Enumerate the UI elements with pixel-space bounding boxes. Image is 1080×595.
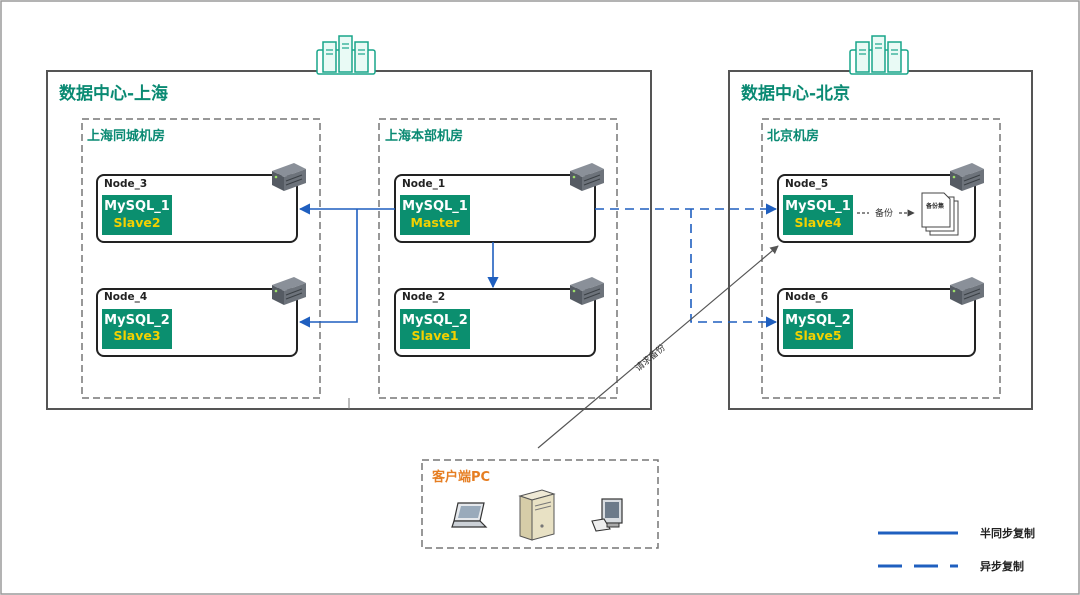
db-role: Slave2 (113, 215, 160, 230)
node-label: Node_6 (785, 291, 828, 303)
backup-set-icon (921, 192, 959, 236)
db-name: MySQL_1 (402, 199, 468, 214)
db-box (783, 309, 853, 349)
node-6: Node_6 MySQL_2 Slave5 (777, 276, 985, 357)
node-label: Node_1 (402, 178, 445, 190)
legend-semi-sync-label: 半同步复制 (980, 526, 1035, 540)
datacenter-icon (849, 35, 909, 75)
node-label: Node_4 (104, 291, 147, 303)
room-sh-tongcheng: 上海同城机房 (81, 118, 321, 399)
db-role: Slave3 (113, 328, 160, 343)
node-label: Node_2 (402, 291, 445, 303)
backup-set-label: 备份集 (925, 202, 945, 210)
room-title: 北京机房 (767, 128, 819, 144)
request-arrow (537, 245, 779, 449)
db-box (400, 195, 470, 235)
node-2: Node_2 MySQL_2 Slave1 (394, 276, 605, 357)
db-box (783, 195, 853, 235)
node-label: Node_3 (104, 178, 147, 190)
room-title: 上海本部机房 (385, 128, 463, 144)
legend: 半同步复制 异步复制 (878, 526, 1035, 573)
db-role: Slave5 (794, 328, 841, 343)
node-label: Node_5 (785, 178, 828, 190)
node-5: Node_5 MySQL_1 Slave4 备份 备份集 (777, 162, 985, 243)
db-role: Slave1 (411, 328, 458, 343)
room-bj: 北京机房 (761, 118, 1001, 399)
client-pc-group: 客户端PC (421, 459, 659, 549)
db-box (102, 309, 172, 349)
semi-sync-lines (298, 203, 499, 328)
node-1: Node_1 MySQL_1 Master (394, 162, 605, 243)
tower-server-icon (518, 489, 556, 541)
room-title: 上海同城机房 (87, 128, 165, 144)
backup-label: 备份 (875, 207, 893, 219)
datacenter-title: 数据中心-上海 (59, 83, 168, 104)
db-role: Slave4 (794, 215, 841, 230)
client-title: 客户端PC (432, 469, 490, 485)
db-name: MySQL_2 (785, 313, 851, 328)
datacenter-title: 数据中心-北京 (741, 83, 850, 104)
replication-line (690, 209, 778, 328)
db-box (102, 195, 172, 235)
db-name: MySQL_1 (104, 199, 170, 214)
db-role: Master (411, 215, 461, 230)
datacenter-icon (316, 35, 376, 75)
db-name: MySQL_2 (402, 313, 468, 328)
room-sh-benbu: 上海本部机房 (378, 118, 618, 399)
node-4: Node_4 MySQL_2 Slave3 (96, 276, 307, 357)
legend-async-label: 异步复制 (980, 559, 1024, 573)
laptop-icon (451, 502, 488, 528)
async-lines (595, 203, 778, 328)
db-box (400, 309, 470, 349)
node-3: Node_3 MySQL_1 Slave2 (96, 162, 307, 243)
db-name: MySQL_2 (104, 313, 170, 328)
replication-line (298, 209, 358, 328)
desktop-pc-icon (591, 498, 623, 532)
db-name: MySQL_1 (785, 199, 851, 214)
datacenter-beijing: 数据中心-北京 (728, 35, 1033, 410)
